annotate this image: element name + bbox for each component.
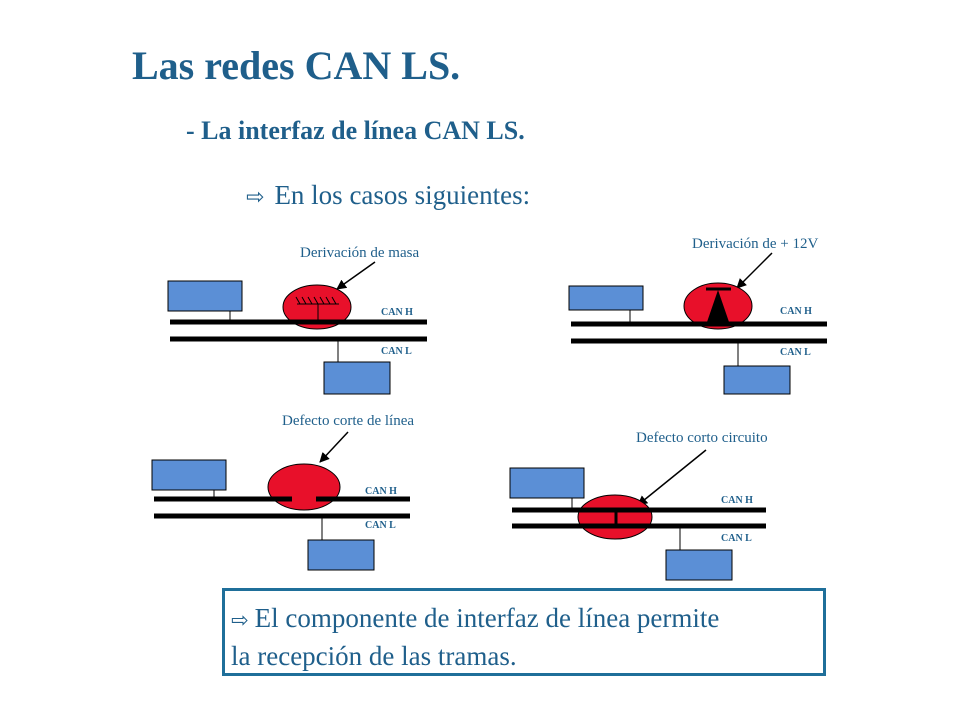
arrow-hollow-icon: ⇨ bbox=[231, 608, 249, 632]
fault-zone bbox=[267, 463, 341, 511]
pointer-arrow bbox=[319, 431, 349, 463]
diagram-caption: Derivación de masa bbox=[300, 245, 419, 261]
ecu-box bbox=[665, 549, 733, 581]
conclusion-line-1: ⇨El componente de interfaz de línea perm… bbox=[231, 600, 823, 638]
diagram-12v-short: Derivación de + 12V CAN H CAN L bbox=[568, 236, 827, 395]
ecu-box bbox=[151, 459, 227, 491]
ecu-box bbox=[307, 539, 375, 571]
label-can-h: CAN H bbox=[381, 307, 413, 318]
diagram-caption: Defecto corte de línea bbox=[282, 413, 414, 429]
diagram-caption: Derivación de + 12V bbox=[692, 236, 819, 252]
label-can-h: CAN H bbox=[365, 486, 397, 497]
conclusion-text-1: El componente de interfaz de línea permi… bbox=[254, 603, 720, 633]
diagram-ground-short: Derivación de masa CAN H CAN L bbox=[167, 245, 427, 395]
ecu-box bbox=[509, 467, 585, 499]
supply-triangle bbox=[707, 290, 729, 322]
bullet-cases: ⇨ En los casos siguientes: bbox=[246, 180, 530, 211]
label-can-l: CAN L bbox=[721, 533, 752, 544]
label-can-l: CAN L bbox=[780, 347, 811, 358]
pointer-arrow bbox=[637, 449, 707, 506]
label-can-h: CAN H bbox=[780, 306, 812, 317]
slide-subtitle: - La interfaz de línea CAN LS. bbox=[186, 116, 525, 145]
pointer-arrow bbox=[736, 252, 773, 289]
diagram-line-cut: Defecto corte de línea CAN H CAN L bbox=[151, 413, 414, 571]
label-can-l: CAN L bbox=[365, 520, 396, 531]
label-can-h: CAN H bbox=[721, 495, 753, 506]
ecu-box bbox=[323, 361, 391, 395]
conclusion-line-2: la recepción de las tramas. bbox=[231, 641, 517, 671]
diagram-caption: Defecto corto circuito bbox=[636, 430, 768, 446]
bullet-text: En los casos siguientes: bbox=[274, 180, 531, 210]
pointer-arrow bbox=[336, 261, 376, 290]
slide-title: Las redes CAN LS. bbox=[132, 43, 461, 88]
ecu-box bbox=[167, 280, 243, 312]
label-can-l: CAN L bbox=[381, 346, 412, 357]
fault-zone bbox=[282, 284, 352, 330]
ecu-box bbox=[723, 365, 791, 395]
arrow-hollow-icon: ⇨ bbox=[246, 185, 265, 210]
diagram-short-circuit: Defecto corto circuito CAN H CAN L bbox=[509, 430, 768, 581]
ground-hatch bbox=[295, 296, 337, 305]
conclusion-box: ⇨El componente de interfaz de línea perm… bbox=[222, 588, 826, 676]
ecu-box bbox=[568, 285, 644, 311]
